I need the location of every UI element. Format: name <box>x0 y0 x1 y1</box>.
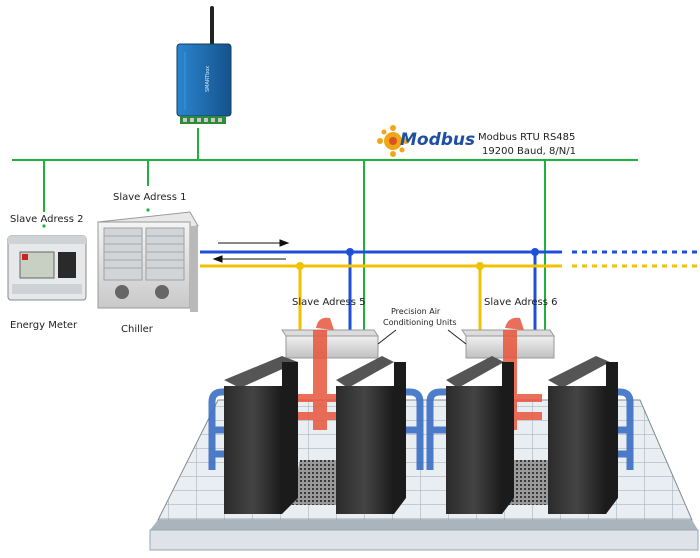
protocol-line-2: 19200 Baud, 8/N/1 <box>482 146 576 157</box>
slave-address-energy-meter: Slave Adress 2 <box>10 214 84 225</box>
slave-address-chiller: Slave Adress 1 <box>113 192 187 203</box>
pipe-junctions <box>296 248 539 270</box>
protocol-line-1: Modbus RTU RS485 <box>478 132 576 143</box>
server-rack-3 <box>446 356 514 514</box>
server-rack-1 <box>224 356 298 514</box>
modbus-logo-icon <box>377 125 409 157</box>
chiller-device <box>97 211 199 312</box>
energy-meter-label: Energy Meter <box>10 320 78 331</box>
gateway-brand-label: SMARTbox <box>205 65 211 92</box>
server-rack-2 <box>336 356 406 514</box>
callout-line-1: Precision Air <box>391 307 441 316</box>
cold-air-flow <box>208 388 634 470</box>
chiller-label: Chiller <box>121 324 153 335</box>
slave-address-pac-right: Slave Adress 6 <box>484 297 558 308</box>
modbus-logo-text: Modbus <box>400 130 476 150</box>
flow-arrows <box>212 239 290 263</box>
pac-unit-left <box>281 329 379 359</box>
callout-pointers <box>377 329 467 345</box>
callout-line-2: Conditioning Units <box>383 318 457 327</box>
gateway-device <box>176 6 232 124</box>
modbus-bus <box>12 128 638 330</box>
energy-meter-device <box>7 235 87 301</box>
return-pipe <box>200 264 698 330</box>
server-rack-4 <box>548 356 618 514</box>
slave-address-pac-left: Slave Adress 5 <box>292 297 366 308</box>
